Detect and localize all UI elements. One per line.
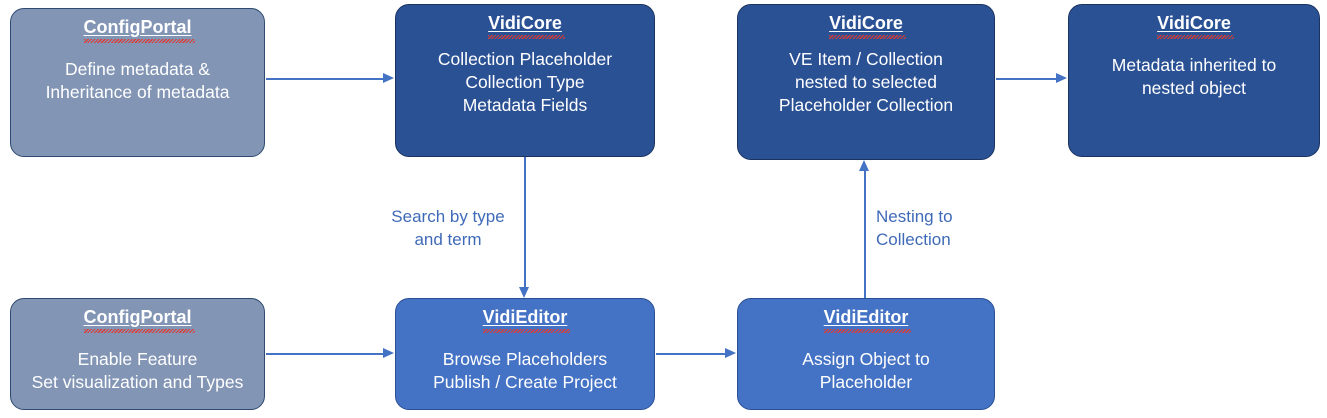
arrowhead-down-search [518, 287, 529, 298]
arrowhead-right-bottom-1 [383, 347, 394, 358]
node-title: VidiEditor [823, 307, 912, 333]
node-title: ConfigPortal [83, 307, 195, 333]
node-top-vidicore-nested[interactable]: VidiCore VE Item / Collection nested to … [737, 4, 995, 160]
node-body: Collection Placeholder Collection Type M… [437, 48, 613, 115]
node-top-configportal[interactable]: ConfigPortal Define metadata & Inheritan… [10, 8, 265, 157]
node-body: Enable Feature Set visualization and Typ… [31, 348, 244, 392]
node-body: Define metadata & Inheritance of metadat… [45, 58, 230, 102]
node-top-vidicore-inherited[interactable]: VidiCore Metadata inherited to nested ob… [1068, 4, 1320, 157]
connector-label-nesting: Nesting to Collection [876, 207, 953, 249]
connector-bottom-2 [656, 353, 726, 355]
arrowhead-right-top-2 [1056, 72, 1067, 83]
node-title: VidiEditor [482, 307, 571, 333]
connector-vertical-search [524, 157, 526, 289]
arrowhead-right-top-1 [383, 72, 394, 83]
node-title: VidiCore [1157, 13, 1234, 39]
connector-bottom-1 [266, 353, 384, 355]
arrowhead-up-nesting [858, 160, 869, 171]
node-bottom-configportal[interactable]: ConfigPortal Enable Feature Set visualiz… [10, 298, 265, 410]
node-bottom-videditor-browse[interactable]: VidiEditor Browse Placeholders Publish /… [395, 298, 655, 410]
node-body: VE Item / Collection nested to selected … [778, 48, 954, 115]
node-top-vidicore-placeholder[interactable]: VidiCore Collection Placeholder Collecti… [395, 4, 655, 157]
node-title: VidiCore [829, 13, 906, 39]
node-body: Metadata inherited to nested object [1111, 54, 1277, 98]
node-bottom-videditor-assign[interactable]: VidiEditor Assign Object to Placeholder [737, 298, 995, 410]
node-title: ConfigPortal [83, 17, 195, 43]
node-title: VidiCore [488, 13, 565, 39]
arrowhead-right-bottom-2 [725, 347, 736, 358]
connector-vertical-nesting [864, 170, 866, 298]
connector-top-1 [266, 78, 384, 80]
node-body: Assign Object to Placeholder [802, 348, 930, 392]
node-body: Browse Placeholders Publish / Create Pro… [433, 348, 617, 392]
connector-top-2 [996, 78, 1057, 80]
connector-label-search: Search by type and term [391, 207, 505, 249]
